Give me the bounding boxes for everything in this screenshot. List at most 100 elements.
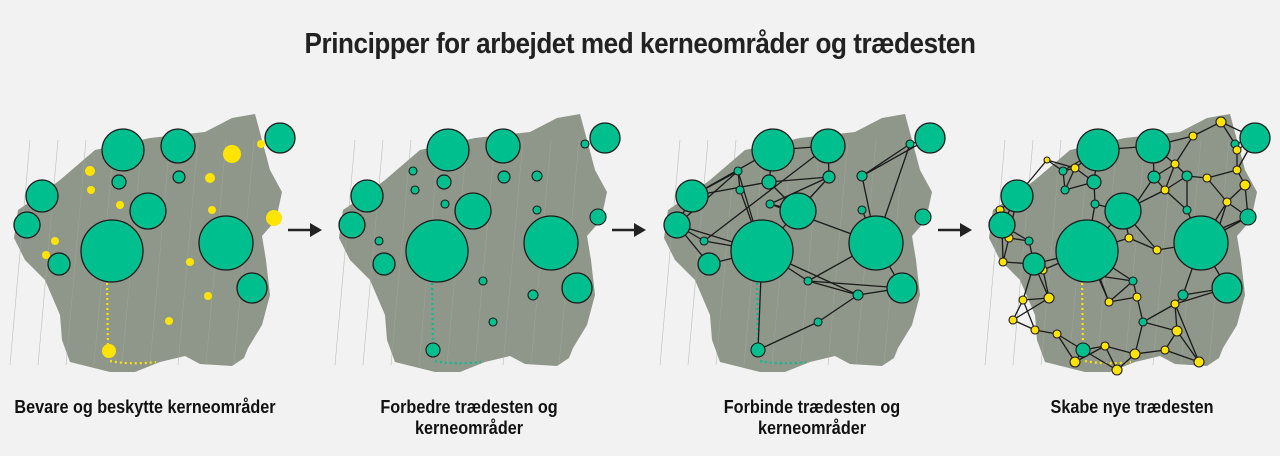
core-area	[172, 170, 186, 184]
street-line	[149, 139, 171, 366]
stepping-stone	[257, 140, 265, 148]
connection-line	[817, 294, 859, 323]
stepping-stone	[1171, 325, 1183, 337]
core-area	[1147, 170, 1161, 184]
core-area	[1000, 179, 1034, 213]
map-improve	[334, 114, 621, 372]
stepping-stone	[531, 170, 543, 182]
stepping-stone	[1090, 199, 1100, 209]
core-area	[1086, 174, 1102, 190]
caption-improve: Forbedre trædesten og kerneområder	[380, 397, 558, 438]
stepping-stone	[266, 210, 282, 226]
stepping-stone	[998, 257, 1008, 267]
stepping-stone	[1075, 342, 1091, 358]
stepping-stone	[410, 185, 420, 195]
page-title: Principper for arbejdet med kerneområder…	[304, 28, 976, 60]
stepping-stone	[803, 276, 813, 286]
core-area	[523, 215, 579, 271]
stepping-stone	[1160, 345, 1170, 355]
core-area	[111, 174, 127, 190]
connection-line	[1164, 189, 1188, 211]
street-line	[502, 139, 524, 366]
stepping-stone	[733, 166, 743, 176]
stepping-stone	[765, 199, 775, 209]
caption-create: Skabe nye trædesten	[1050, 397, 1214, 417]
stepping-stone	[1104, 297, 1114, 307]
core-area	[426, 128, 470, 172]
stepping-stone	[1239, 179, 1251, 191]
street-line	[827, 139, 849, 366]
stepping-stone	[223, 145, 241, 163]
core-area	[1239, 122, 1271, 154]
core-area	[80, 219, 144, 283]
street-line	[984, 139, 1006, 366]
stepping-stone	[857, 205, 867, 215]
stepping-stone	[1132, 292, 1142, 302]
street-line	[1040, 139, 1062, 366]
stepping-stone	[856, 170, 868, 182]
connection-line	[1022, 299, 1036, 331]
stepping-stone	[1070, 163, 1080, 173]
stepping-stone	[527, 289, 539, 301]
stepping-stone	[852, 289, 864, 301]
stepping-stone	[735, 185, 745, 195]
stepping-stone	[165, 317, 173, 325]
stepping-stone	[1008, 315, 1018, 325]
street-line	[9, 139, 31, 366]
stepping-stone	[1138, 317, 1148, 327]
connection-line	[703, 145, 829, 242]
core-area	[1076, 128, 1120, 172]
stepping-stone	[85, 166, 95, 176]
core-area	[988, 211, 1016, 239]
stepping-stone	[1239, 208, 1257, 226]
connection-line	[1134, 189, 1166, 206]
core-area	[751, 128, 795, 172]
stepping-stone	[1024, 236, 1034, 246]
stepping-stone	[208, 206, 216, 214]
connection-line	[1206, 177, 1228, 203]
stepping-stone	[1043, 292, 1055, 304]
core-area	[236, 272, 268, 304]
core-area	[129, 192, 167, 230]
stepping-stone	[1188, 131, 1198, 141]
stepping-stone	[87, 186, 95, 194]
stepping-stone	[699, 236, 709, 246]
stepping-stone	[42, 251, 50, 259]
land-area	[14, 114, 282, 372]
stepping-stone	[488, 317, 498, 327]
map-create	[984, 114, 1271, 376]
stepping-stone	[51, 237, 59, 245]
connection-line	[1046, 159, 1076, 169]
core-area	[485, 128, 521, 164]
connection-line	[1206, 169, 1238, 179]
stepping-stone	[1177, 289, 1189, 301]
connection-line	[769, 176, 830, 205]
stepping-stone	[1124, 233, 1134, 243]
stepping-stone	[1069, 356, 1081, 368]
core-area	[1055, 219, 1119, 283]
connection-line	[768, 176, 830, 183]
stepping-stone	[1111, 364, 1123, 376]
street-line	[1012, 139, 1034, 366]
core-area	[101, 128, 145, 172]
stepping-stone	[116, 201, 124, 209]
stepping-stone	[905, 139, 915, 149]
core-area	[338, 211, 366, 239]
core-area	[697, 252, 721, 276]
street-line	[474, 139, 496, 366]
caption-connect: Forbinde trædesten og kerneområder	[723, 397, 901, 438]
connection-line	[1164, 349, 1200, 363]
street-line	[715, 139, 737, 366]
panel-connect	[650, 110, 950, 380]
stepping-stone	[1182, 205, 1192, 215]
core-area	[589, 122, 621, 154]
connection-line	[1164, 163, 1176, 191]
core-area	[886, 272, 918, 304]
stepping-stone	[1160, 185, 1170, 195]
core-area	[405, 219, 469, 283]
stepping-stone	[580, 139, 590, 149]
core-area	[822, 170, 836, 184]
connection-line	[1142, 321, 1178, 332]
connection-line	[757, 321, 819, 351]
panel-create	[975, 110, 1275, 380]
